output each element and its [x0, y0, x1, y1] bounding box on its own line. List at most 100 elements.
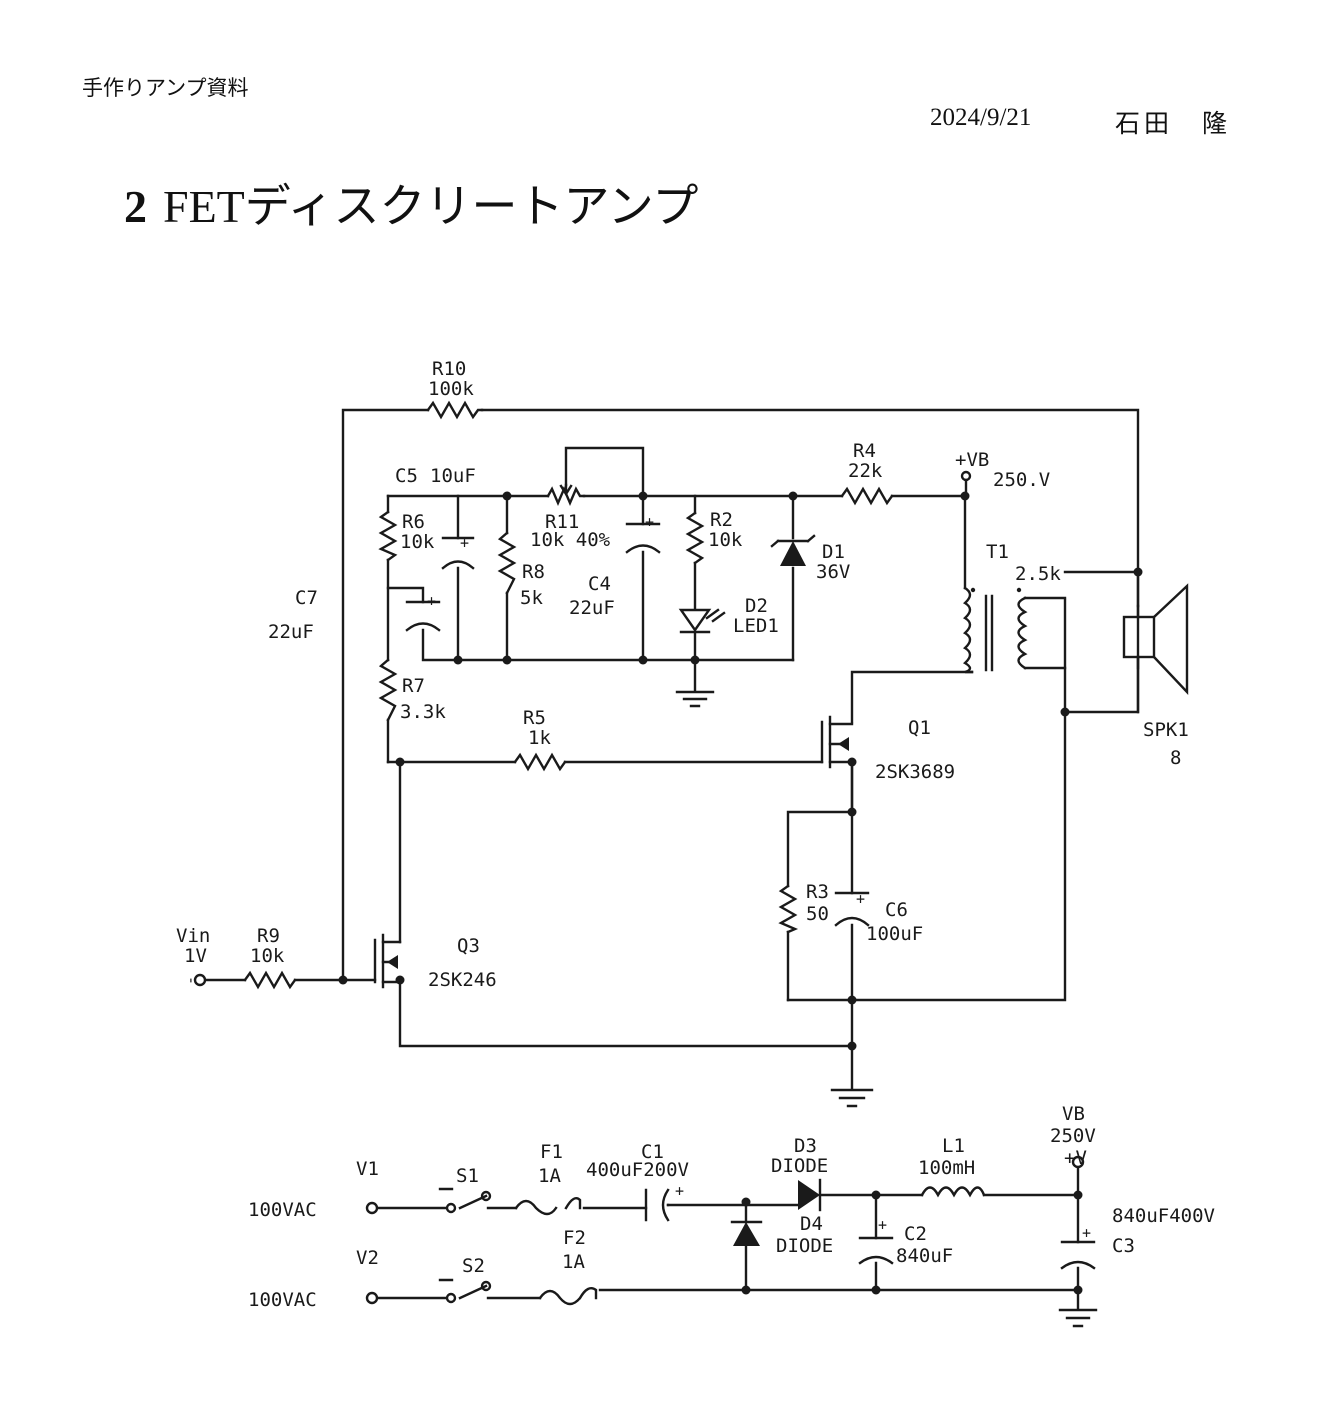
c7-capacitor	[405, 600, 441, 632]
label-spk1-value: 8	[1170, 747, 1181, 769]
r11-potentiometer	[546, 485, 586, 507]
d1-zener-diode	[770, 534, 816, 566]
label-f1-value: 1A	[538, 1165, 561, 1187]
d3-diode	[798, 1178, 822, 1212]
label-r2: R2	[710, 509, 733, 531]
label-v1-value: 100VAC	[248, 1199, 317, 1221]
label-vb-supply-value: 250V	[1050, 1125, 1096, 1147]
r7-resistor	[378, 658, 398, 722]
label-vin-value: 1V	[184, 945, 207, 967]
label-v2-value: 100VAC	[248, 1289, 317, 1311]
label-c6: C6	[885, 899, 908, 921]
label-d2: D2	[745, 595, 768, 617]
label-d4-value: DIODE	[776, 1235, 833, 1257]
label-d2-value: LED1	[733, 615, 779, 637]
c1-capacitor	[644, 1188, 670, 1222]
label-c2: C2	[904, 1223, 927, 1245]
document-author: 石田 隆	[1115, 109, 1232, 138]
document-date: 2024/9/21	[930, 104, 1032, 131]
label-d1-value: 36V	[816, 561, 850, 583]
label-vb-voltage: 250.V	[993, 469, 1050, 491]
label-q3-value: 2SK246	[428, 969, 497, 991]
r10-resistor	[426, 400, 484, 420]
c5-capacitor	[441, 536, 475, 570]
label-r10: R10	[432, 358, 466, 380]
title-text: FETディスクリートアンプ	[163, 181, 699, 232]
label-c3-value: 840uF400V	[1112, 1205, 1215, 1227]
label-spk1: SPK1	[1143, 719, 1189, 741]
label-f2-value: 1A	[562, 1251, 585, 1273]
label-c5-plus: +	[460, 534, 469, 552]
d4-diode	[730, 1220, 763, 1246]
label-v2: V2	[356, 1247, 379, 1269]
label-s2: S2	[462, 1255, 485, 1277]
r6-resistor	[378, 510, 398, 562]
label-l1: L1	[942, 1135, 965, 1157]
t1-transformer	[962, 586, 1067, 674]
q3-jfet	[373, 933, 402, 989]
label-c6-value: 100uF	[866, 923, 923, 945]
label-c3-plus: +	[1082, 1224, 1091, 1242]
label-f1: F1	[540, 1141, 563, 1163]
label-t1-value: 2.5k	[1015, 563, 1061, 585]
label-r11: R11	[545, 511, 579, 533]
label-c4-plus: +	[645, 513, 654, 531]
d2-led	[678, 608, 726, 634]
label-r6-value: 10k	[400, 531, 435, 553]
q1-mosfet	[820, 715, 854, 769]
r9-resistor	[243, 970, 297, 990]
r11-wiper-arrow	[559, 483, 573, 497]
label-c4-value: 22uF	[569, 597, 615, 619]
c6-capacitor	[834, 891, 870, 927]
junction-dots	[338, 491, 1143, 1295]
label-r3: R3	[806, 881, 829, 903]
r5-resistor	[513, 752, 567, 772]
label-c3: C3	[1112, 1235, 1135, 1257]
label-d3: D3	[794, 1135, 817, 1157]
label-c5: C5	[395, 465, 418, 487]
c4-capacitor	[625, 522, 661, 554]
label-r11-value: 10k 40%	[530, 529, 611, 551]
label-vin: Vin	[176, 925, 210, 947]
capacitors	[405, 522, 1096, 1270]
label-c1-plus: +	[675, 1182, 684, 1200]
c3-capacitor	[1060, 1240, 1096, 1270]
label-d1: D1	[822, 541, 845, 563]
r2-resistor	[685, 511, 705, 565]
label-vb-supply: VB	[1062, 1103, 1085, 1125]
label-v1: V1	[356, 1158, 379, 1180]
label-r5: R5	[523, 707, 546, 729]
label-c6-plus: +	[856, 890, 865, 908]
label-q1: Q1	[908, 717, 931, 739]
label-c1-value: 400uF200V	[586, 1159, 689, 1181]
resistors	[243, 400, 894, 990]
r8-resistor	[497, 531, 517, 595]
label-c5-value: 10uF	[430, 465, 476, 487]
terminals	[193, 470, 1085, 1305]
label-r9-value: 10k	[250, 945, 285, 967]
r3-resistor	[778, 884, 799, 934]
label-r8: R8	[522, 561, 545, 583]
label-t1: T1	[986, 541, 1009, 563]
amp-wires	[205, 408, 1140, 1090]
label-l1-value: 100mH	[918, 1157, 975, 1179]
label-r9: R9	[257, 925, 280, 947]
label-vb-node: +VB	[955, 449, 989, 471]
title-number: 2	[124, 181, 147, 232]
label-r7: R7	[402, 675, 425, 697]
c2-capacitor	[858, 1236, 894, 1265]
label-r4-value: 22k	[848, 460, 883, 482]
ground-symbols	[675, 690, 1098, 1328]
page-title: 2 FETディスクリートアンプ	[124, 170, 698, 236]
label-vin-pins: -	[181, 976, 199, 985]
label-r7-value: 3.3k	[400, 701, 446, 723]
component-labels: R10 100k C5 10uF R6 10k + R8 5k R11 10k …	[176, 358, 1215, 1311]
label-plus-v: +V	[1064, 1147, 1087, 1169]
label-d4: D4	[800, 1213, 823, 1235]
label-c7: C7	[295, 587, 318, 609]
label-s1: S1	[456, 1165, 479, 1187]
label-q3: Q3	[457, 935, 480, 957]
label-r4: R4	[853, 440, 876, 462]
label-c7-plus: +	[427, 592, 436, 610]
